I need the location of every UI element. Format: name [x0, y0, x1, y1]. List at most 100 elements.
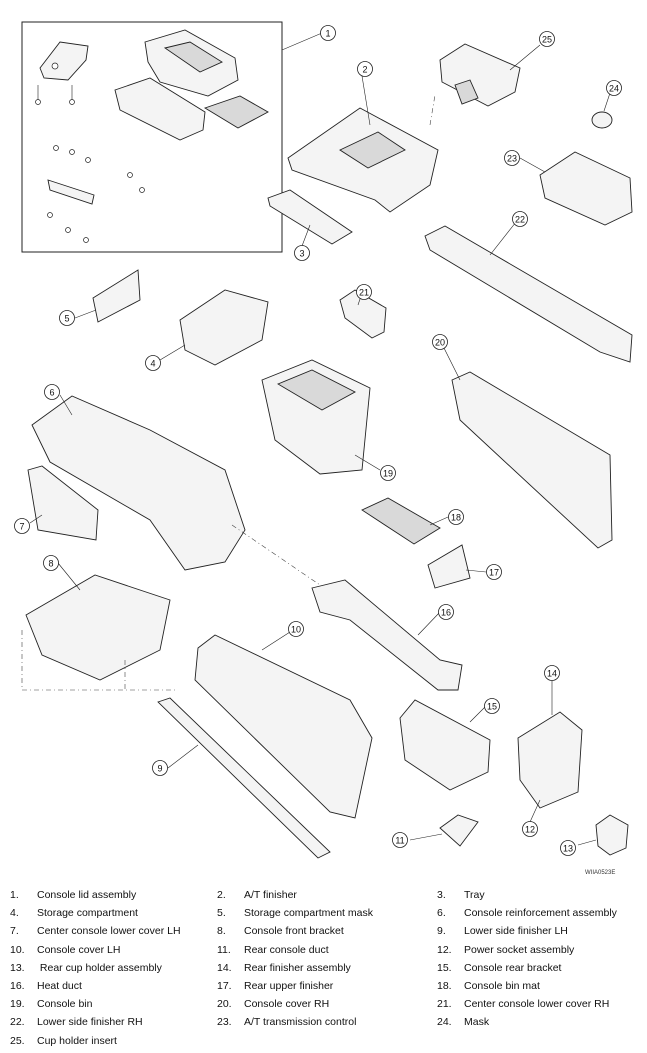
callout-7: 7	[14, 518, 30, 534]
svg-text:1: 1	[325, 29, 330, 39]
legend-item: 21.Center console lower cover RH	[437, 998, 637, 1010]
legend-number: 8.	[217, 925, 226, 938]
parts-legend: 1.Console lid assembly 2.A/T finisher 3.…	[10, 886, 640, 1050]
legend-item: 23. A/T transmission control	[217, 1016, 437, 1028]
storage-compartment-mask-part	[92, 269, 141, 323]
legend-row: 10.Console cover LH 11.Rear console duct…	[10, 941, 640, 959]
legend-label: Center console lower cover LH	[37, 925, 181, 938]
legend-number: 25.	[10, 1034, 25, 1047]
legend-label: Cup holder insert	[37, 1034, 117, 1047]
legend-label: Console bin mat	[464, 980, 540, 993]
legend-label: Rear console duct	[244, 943, 329, 956]
svg-text:6: 6	[49, 388, 54, 398]
at-transmission-control-part	[539, 151, 633, 226]
console-cover-rh-part	[451, 371, 613, 549]
legend-item: 11.Rear console duct	[217, 944, 437, 956]
rear-cup-holder-assembly-part	[595, 814, 629, 856]
legend-row: 7. Center console lower cover LH 8. Consol…	[10, 922, 640, 940]
svg-text:14: 14	[547, 669, 557, 679]
callout-5: 5	[59, 310, 75, 326]
svg-text:15: 15	[487, 702, 497, 712]
cup-holder-insert-part	[439, 43, 521, 107]
legend-row: 16.Heat duct 17.Rear upper finisher 18.C…	[10, 977, 640, 995]
svg-text:12: 12	[525, 825, 535, 835]
legend-label: Center console lower cover RH	[464, 998, 610, 1011]
callout-18: 18	[448, 509, 464, 525]
callout-10: 10	[288, 621, 304, 637]
console-front-bracket-part	[25, 574, 171, 681]
center-console-lower-cover-lh-part	[27, 465, 99, 541]
callout-8: 8	[43, 555, 59, 571]
callout-16: 16	[438, 604, 454, 620]
callout-21: 21	[356, 284, 372, 300]
callout-12: 12	[522, 821, 538, 837]
svg-text:21: 21	[359, 288, 369, 298]
svg-text:2: 2	[362, 65, 367, 75]
svg-text:17: 17	[489, 568, 499, 578]
console-reinforcement-assembly-part	[31, 395, 246, 571]
callout-22: 22	[512, 211, 528, 227]
legend-item: 19. Console bin	[10, 998, 217, 1010]
legend-number: 19.	[10, 998, 25, 1011]
exploded-parts-diagram: 1 2 3 4 5 6 7 8 9 10 11 12 13 14 15 16 1…	[14, 21, 633, 859]
callout-6: 6	[44, 384, 60, 400]
legend-row: 4. Storage compartment 5.Storage compartm…	[10, 904, 640, 922]
callout-17: 17	[486, 564, 502, 580]
legend-label: Power socket assembly	[464, 943, 575, 956]
legend-number: 2.	[217, 889, 226, 902]
legend-number: 23.	[217, 1016, 232, 1029]
legend-label: A/T transmission control	[244, 1016, 357, 1029]
legend-label: Storage compartment mask	[244, 907, 373, 920]
callout-13: 13	[560, 840, 576, 856]
callout-14: 14	[544, 665, 560, 681]
legend-item: 1.Console lid assembly	[10, 889, 217, 901]
legend-item: 9.Lower side finisher LH	[437, 925, 637, 937]
svg-text:19: 19	[383, 469, 393, 479]
legend-item: 15.Console rear bracket	[437, 962, 637, 974]
legend-number: 4.	[10, 907, 19, 920]
legend-label: Lower side finisher LH	[464, 925, 568, 938]
callout-19: 19	[380, 465, 396, 481]
legend-item: 6. Console reinforcement assembly	[437, 907, 637, 919]
legend-number: 7.	[10, 925, 19, 938]
legend-item: 18. Console bin mat	[437, 980, 637, 992]
callout-24: 24	[606, 80, 622, 96]
svg-text:3: 3	[299, 249, 304, 259]
lid-screws	[35, 85, 145, 243]
legend-item: 20.Console cover RH	[217, 998, 437, 1010]
legend-item: 5.Storage compartment mask	[217, 907, 437, 919]
legend-label: Console front bracket	[244, 925, 344, 938]
console-cover-lh-part	[194, 634, 373, 819]
legend-item: 3.Tray	[437, 889, 637, 901]
svg-text:11: 11	[395, 836, 404, 846]
lower-side-finisher-rh-part	[424, 225, 633, 363]
legend-label: Console reinforcement assembly	[464, 907, 617, 920]
legend-number: 6.	[437, 907, 446, 920]
legend-label: Mask	[464, 1016, 490, 1029]
rear-upper-finisher-part	[427, 544, 471, 589]
legend-label: Console cover LH	[37, 943, 121, 956]
lower-side-finisher-lh-part	[157, 697, 331, 859]
legend-item: 8. Console front bracket	[217, 925, 437, 937]
legend-number: 16.	[10, 980, 25, 993]
legend-label: Console rear bracket	[464, 961, 562, 974]
legend-row: 1.Console lid assembly 2.A/T finisher 3.…	[10, 886, 640, 904]
figure-code: WIIA0523E	[585, 870, 616, 876]
rear-console-duct-part	[439, 814, 479, 847]
callout-4: 4	[145, 355, 161, 371]
legend-number: 18.	[437, 980, 452, 993]
heat-duct-part	[311, 579, 463, 691]
legend-label: Console cover RH	[244, 998, 330, 1011]
callout-20: 20	[432, 334, 448, 350]
svg-text:5: 5	[64, 314, 69, 324]
svg-text:9: 9	[157, 764, 162, 774]
legend-label: Storage compartment	[37, 907, 138, 920]
svg-text:10: 10	[291, 625, 301, 635]
mask-part	[591, 111, 613, 129]
legend-label: Console bin	[37, 998, 93, 1011]
svg-text:23: 23	[507, 154, 517, 164]
callout-15: 15	[484, 698, 500, 714]
legend-item: 10.Console cover LH	[10, 944, 217, 956]
svg-text:4: 4	[150, 359, 155, 369]
callout-2: 2	[357, 61, 373, 77]
